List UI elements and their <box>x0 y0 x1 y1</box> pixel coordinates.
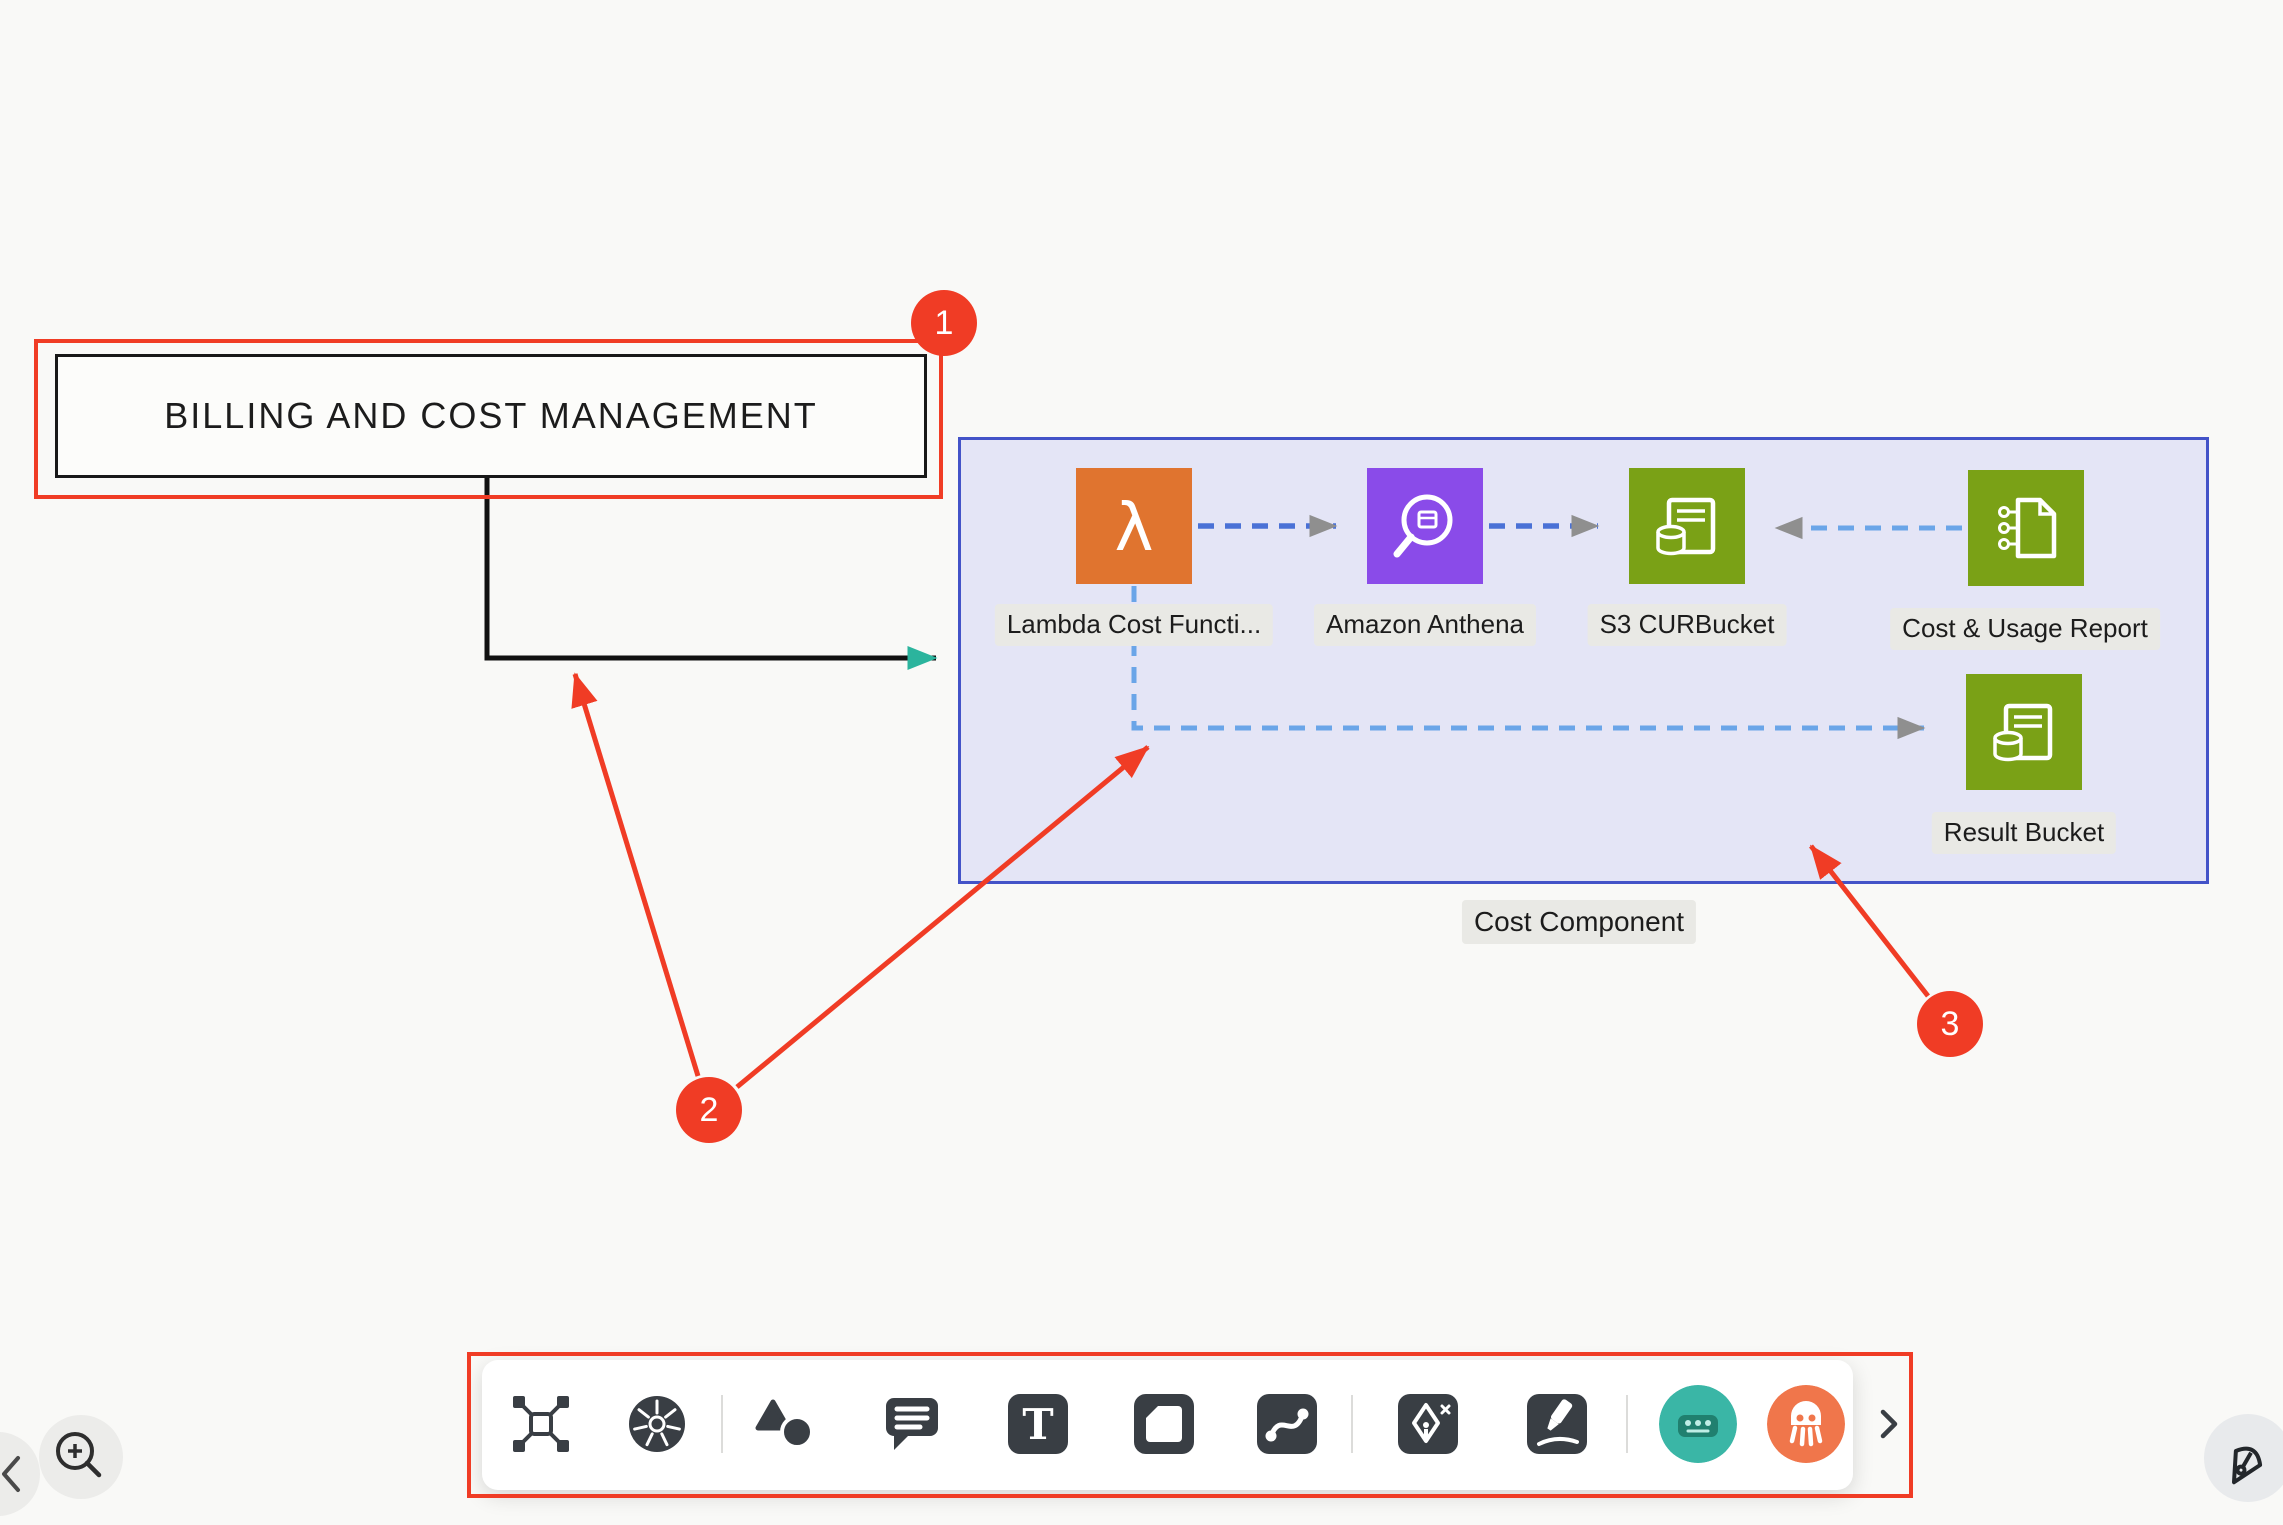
s3-bucket-icon <box>1629 468 1745 584</box>
svg-text:λ: λ <box>1114 489 1153 566</box>
connector-tool-icon <box>1257 1394 1317 1454</box>
keyboard-avatar-icon <box>1659 1385 1737 1463</box>
athena-node-label[interactable]: Amazon Anthena <box>1313 604 1537 646</box>
result-bucket-node[interactable] <box>1966 674 2082 790</box>
cost-component-caption[interactable]: Cost Component <box>1461 900 1697 945</box>
pen-mode-button[interactable] <box>2204 1414 2283 1502</box>
pen-nib-icon <box>2232 1446 2263 1485</box>
billing-box-label: BILLING AND COST MANAGEMENT <box>164 395 818 436</box>
marker-tool-icon <box>1527 1394 1587 1454</box>
chevron-left-icon <box>2 1456 20 1492</box>
collapse-panel-button[interactable] <box>0 1432 40 1516</box>
svg-text:T: T <box>1022 1400 1053 1449</box>
pen-tool[interactable] <box>1396 1392 1460 1456</box>
shapes-tool[interactable] <box>754 1392 818 1456</box>
text-tool-icon: T <box>1008 1394 1068 1454</box>
text-tool[interactable]: T <box>1006 1392 1070 1456</box>
toolbar-divider <box>1351 1395 1353 1453</box>
cost-usage-report-node[interactable] <box>1968 470 2084 586</box>
annotation-badge-1: 1 <box>911 290 977 356</box>
annotation-arrow-2a <box>571 672 701 1077</box>
annotation-arrow-2b <box>735 745 1150 1089</box>
s3-cur-bucket-node[interactable] <box>1629 468 1745 584</box>
squid-avatar-icon <box>1767 1385 1845 1463</box>
comment-tool[interactable] <box>880 1392 944 1456</box>
connector-lambda-to-result <box>1131 586 1926 740</box>
comment-icon <box>886 1398 938 1450</box>
frame-tool[interactable] <box>1132 1392 1196 1456</box>
aws-lambda-icon: λ <box>1076 468 1192 584</box>
lambda-node[interactable]: λ <box>1076 468 1192 584</box>
shapes-icon <box>755 1399 814 1449</box>
lambda-node-label[interactable]: Lambda Cost Functi... <box>994 604 1274 646</box>
kubernetes-tool[interactable] <box>625 1392 689 1456</box>
user-avatar-keyboard[interactable] <box>1659 1385 1737 1463</box>
s3-cur-bucket-label[interactable]: S3 CURBucket <box>1587 604 1787 646</box>
diagram-nodes-tool[interactable] <box>509 1392 573 1456</box>
toolbar-expand-button[interactable] <box>1869 1404 1909 1444</box>
cost-usage-report-icon <box>1968 470 2084 586</box>
athena-node[interactable] <box>1367 468 1483 584</box>
result-bucket-label[interactable]: Result Bucket <box>1931 812 2117 854</box>
annotation-badge-3: 3 <box>1917 991 1983 1057</box>
kubernetes-icon <box>629 1396 685 1452</box>
s3-bucket-icon <box>1966 674 2082 790</box>
toolbar-divider <box>1626 1395 1628 1453</box>
billing-box-node[interactable]: BILLING AND COST MANAGEMENT <box>55 354 927 478</box>
zoom-button[interactable] <box>39 1415 123 1499</box>
zoom-in-icon <box>56 1432 102 1478</box>
pen-tool-icon <box>1398 1394 1458 1454</box>
aws-athena-icon <box>1367 468 1483 584</box>
connector-tool[interactable] <box>1255 1392 1319 1456</box>
frame-icon <box>1134 1394 1194 1454</box>
annotation-arrow-3 <box>1809 844 1930 998</box>
marker-tool[interactable] <box>1525 1392 1589 1456</box>
connector-billing-to-group <box>484 472 938 670</box>
user-avatar-squid[interactable] <box>1767 1385 1845 1463</box>
annotation-badge-2: 2 <box>676 1077 742 1143</box>
toolbar-divider <box>721 1395 723 1453</box>
diagram-nodes-icon <box>513 1396 569 1452</box>
cost-usage-report-label[interactable]: Cost & Usage Report <box>1890 608 2160 650</box>
chevron-right-icon <box>1880 1409 1898 1439</box>
